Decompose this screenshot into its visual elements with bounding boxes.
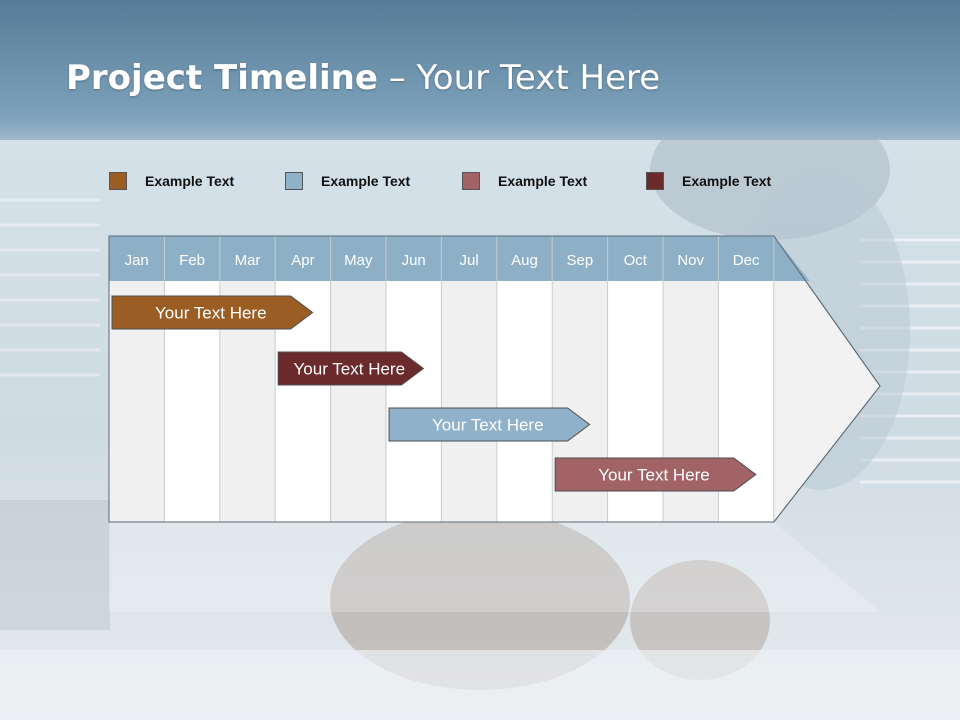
month-label: Jun xyxy=(402,252,426,269)
reflection-body xyxy=(109,522,774,612)
month-label: May xyxy=(344,252,373,269)
month-column xyxy=(441,281,497,522)
month-label: Sep xyxy=(567,252,594,269)
month-label: Mar xyxy=(235,252,261,269)
month-column xyxy=(330,281,386,522)
month-label: Nov xyxy=(677,252,704,269)
task-bar: Your Text Here xyxy=(111,295,314,330)
task-label: Your Text Here xyxy=(432,416,544,435)
task-arrow xyxy=(388,407,591,442)
reflection-tip xyxy=(773,522,880,612)
legend-item-2: Example Text xyxy=(285,170,410,192)
month-label: Apr xyxy=(291,252,314,269)
legend-label-2: Example Text xyxy=(321,173,411,189)
month-header-tip xyxy=(773,236,810,281)
task-bar: Your Text Here xyxy=(277,351,425,386)
legend-swatch-1 xyxy=(109,172,127,190)
legend-swatch-4 xyxy=(646,172,664,190)
legend-label-4: Example Text xyxy=(682,173,772,189)
month-label: Jan xyxy=(125,252,149,269)
title-bold: Project Timeline xyxy=(66,58,378,98)
timeline-reflection xyxy=(109,522,880,612)
task-arrow xyxy=(111,295,314,330)
month-label: Oct xyxy=(624,252,648,269)
task-label: Your Text Here xyxy=(155,304,267,323)
task-arrow xyxy=(277,351,425,386)
legend-item-4: Example Text xyxy=(646,170,771,192)
month-label: Dec xyxy=(733,252,760,269)
page-title: Project Timeline – Your Text Here xyxy=(66,58,660,98)
month-column xyxy=(386,281,442,522)
legend-label-1: Example Text xyxy=(145,173,235,189)
legend-item-1: Example Text xyxy=(109,170,234,192)
title-rest: – Your Text Here xyxy=(377,58,661,98)
legend-swatch-3 xyxy=(462,172,480,190)
month-label: Feb xyxy=(179,252,205,269)
legend-label-3: Example Text xyxy=(498,173,588,189)
legend-swatch-2 xyxy=(285,172,303,190)
month-label: Jul xyxy=(460,252,479,269)
task-bar: Your Text Here xyxy=(388,407,591,442)
task-bar: Your Text Here xyxy=(554,457,757,492)
legend-item-3: Example Text xyxy=(462,170,587,192)
month-label: Aug xyxy=(511,252,538,269)
task-label: Your Text Here xyxy=(294,360,406,379)
task-arrow xyxy=(554,457,757,492)
timeline-outline xyxy=(108,235,881,523)
task-label: Your Text Here xyxy=(598,466,710,485)
month-column xyxy=(496,281,553,522)
